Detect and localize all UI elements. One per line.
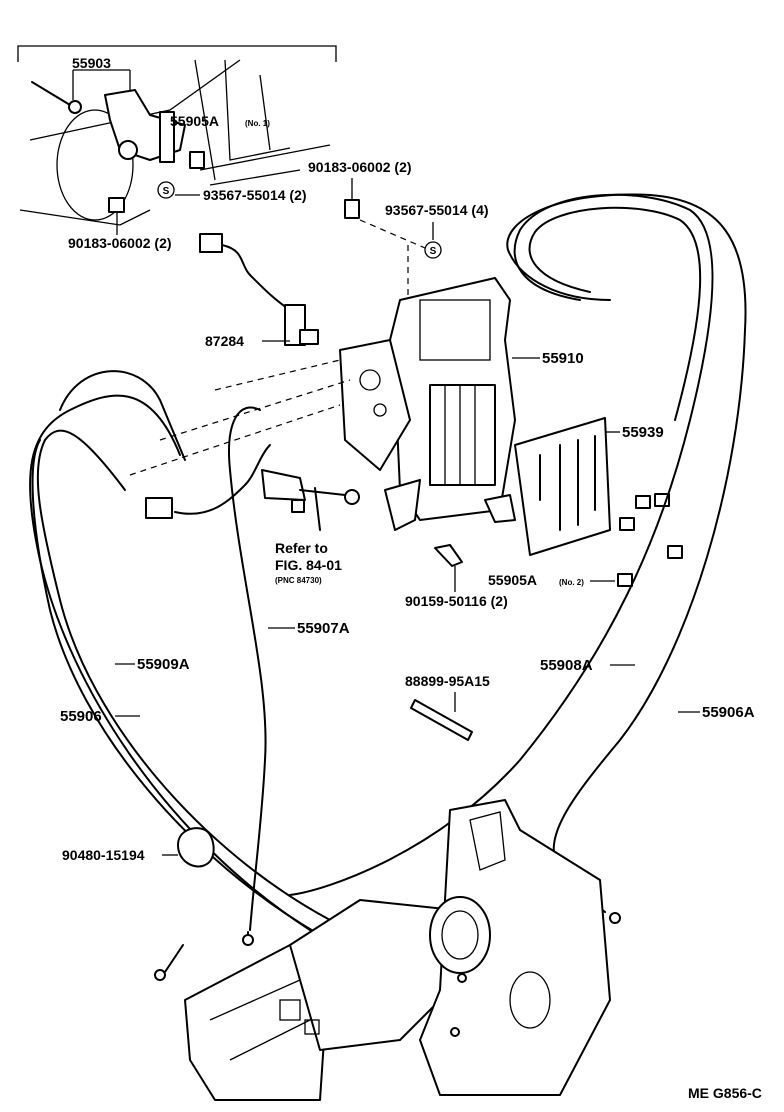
svg-text:S: S xyxy=(163,186,170,197)
label-90183-top: 90183-06002 (2) xyxy=(308,159,412,175)
cable-55907a xyxy=(228,406,267,946)
grommet-90480 xyxy=(177,827,215,868)
clip-90183 xyxy=(344,199,360,219)
label-55910: 55910 xyxy=(542,350,584,367)
bracket-55910 xyxy=(339,277,516,531)
label-55905a-no1: 55905A xyxy=(170,113,219,129)
label-55907a: 55907A xyxy=(297,620,350,637)
control-lever-inset: S xyxy=(17,45,337,226)
switch-harness xyxy=(145,444,360,531)
label-fig-ref: FIG. 84-01 xyxy=(275,557,342,573)
label-55909a: 55909A xyxy=(137,656,190,673)
svg-text:S: S xyxy=(430,246,437,257)
clip-a xyxy=(635,495,651,509)
label-55906: 55906 xyxy=(60,708,102,725)
cover-55939 xyxy=(514,417,611,556)
cable-55906 xyxy=(29,370,311,931)
connector-87284 xyxy=(199,233,319,346)
clip-c xyxy=(619,517,635,531)
label-55908a: 55908A xyxy=(540,657,593,674)
bolt-90159 xyxy=(434,544,463,567)
label-87284: 87284 xyxy=(205,333,244,349)
label-55905a-no2-note: (No. 2) xyxy=(559,578,584,587)
label-fig-code: ME G856-C xyxy=(688,1085,762,1101)
clip-e xyxy=(617,573,633,587)
label-refer-to: Refer to xyxy=(275,540,328,556)
label-93567-top: 93567-55014 (2) xyxy=(203,187,307,203)
label-pnc-ref: (PNC 84730) xyxy=(275,576,322,585)
cable-55909a xyxy=(31,429,331,936)
heater-unit xyxy=(184,799,611,1101)
label-88899: 88899-95A15 xyxy=(405,673,490,689)
label-55905a-no1-note: (No. 1) xyxy=(245,119,270,128)
cable-55906a xyxy=(506,193,747,924)
clip-d xyxy=(667,545,683,559)
rod-88899 xyxy=(410,699,473,741)
label-90183-left: 90183-06002 (2) xyxy=(68,235,172,251)
label-93567-right: 93567-55014 (4) xyxy=(385,202,489,218)
label-55905a-no2: 55905A xyxy=(488,572,537,588)
label-55903: 55903 xyxy=(72,55,111,71)
cable-55908a xyxy=(289,193,714,896)
label-90159: 90159-50116 (2) xyxy=(405,593,508,609)
label-55906a: 55906A xyxy=(702,704,755,721)
label-55939: 55939 xyxy=(622,424,664,441)
label-90480: 90480-15194 xyxy=(62,847,145,863)
